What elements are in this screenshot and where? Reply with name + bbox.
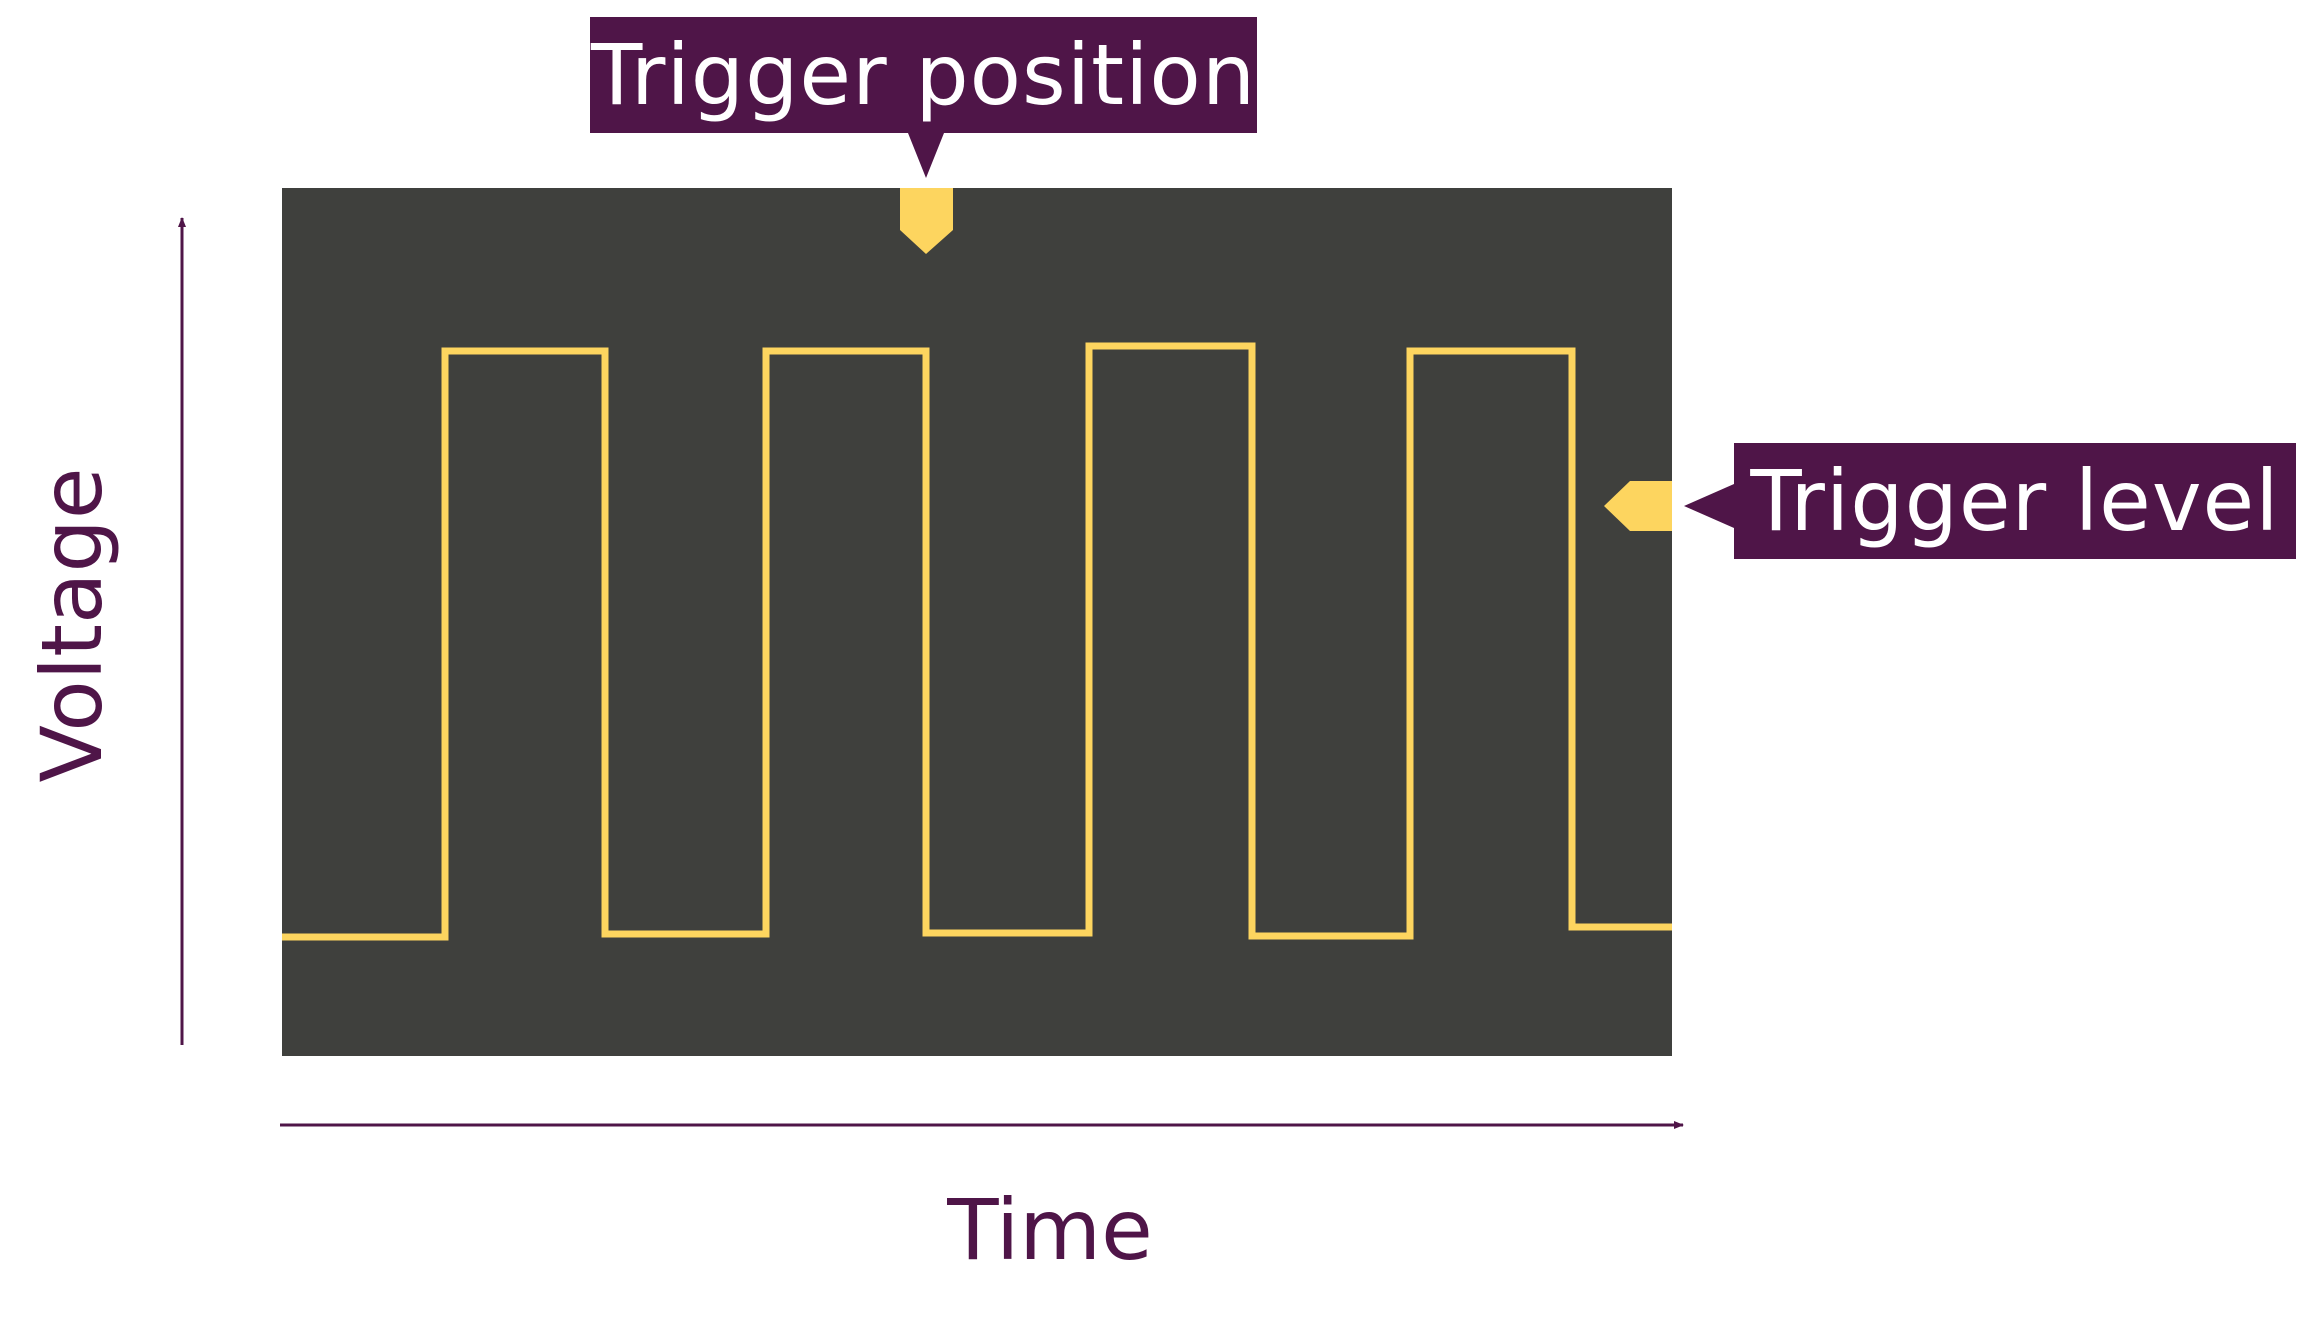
trigger-level-pointer (1684, 484, 1734, 528)
trigger-position-pointer (908, 133, 944, 178)
voltage-axis-label: Voltage (23, 467, 121, 783)
trigger-position-label: Trigger position (590, 26, 1257, 124)
oscilloscope-screen (282, 188, 1672, 1056)
time-axis-label: Time (947, 1181, 1153, 1279)
trigger-level-marker[interactable] (1604, 481, 1672, 531)
trigger-level-callout: Trigger level (1734, 443, 2296, 559)
square-wave-trace (282, 342, 1672, 941)
trigger-level-label: Trigger level (1750, 452, 2280, 550)
trigger-position-marker[interactable] (900, 188, 953, 254)
trigger-position-callout: Trigger position (590, 17, 1257, 133)
